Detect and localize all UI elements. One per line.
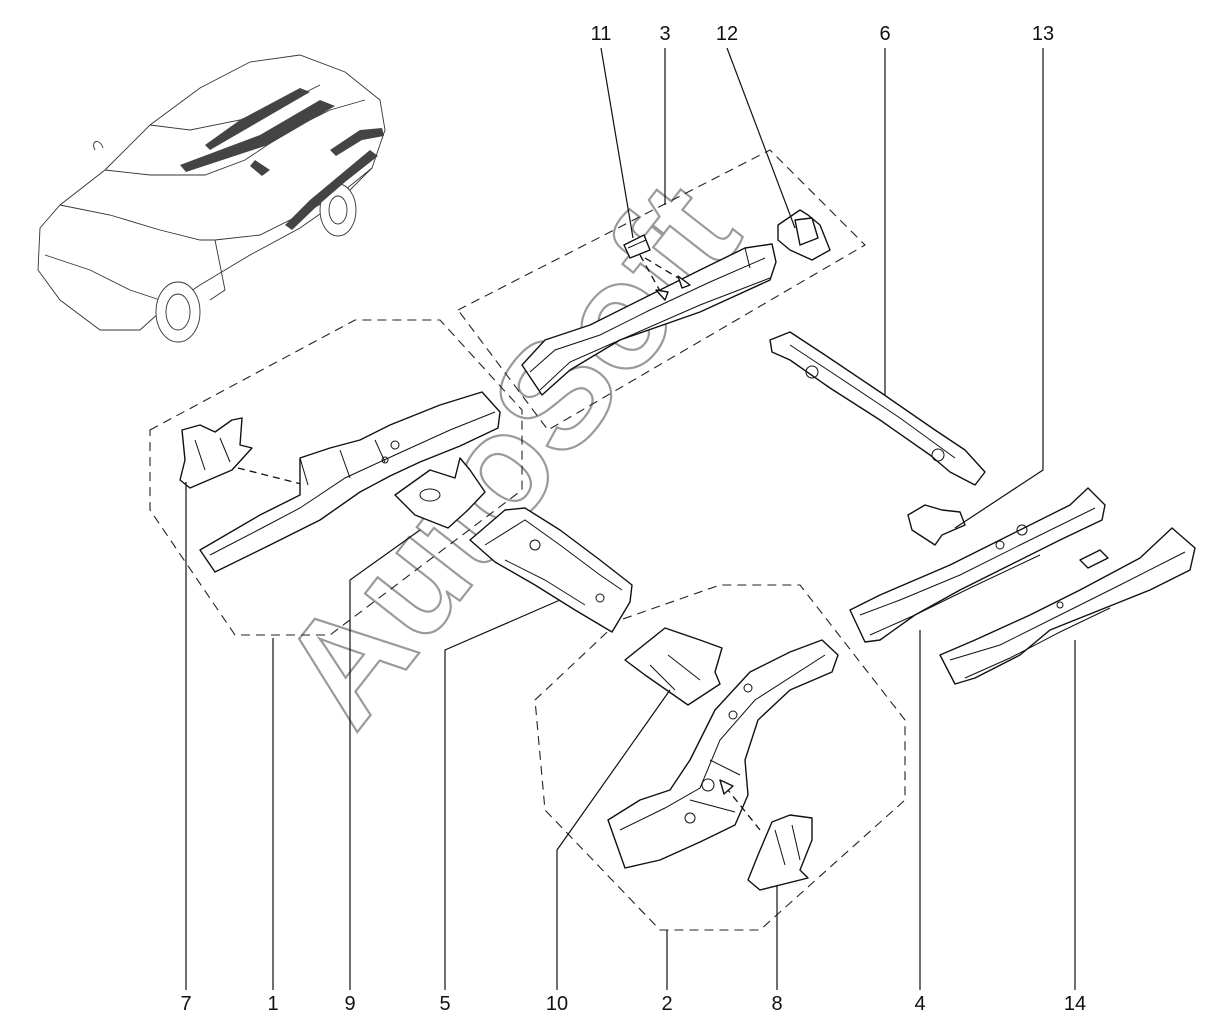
part-8-bracket [747,814,813,891]
group-outline-3 [457,149,866,431]
part-1-side-member [199,391,501,573]
callout-12: 12 [716,23,738,45]
part-7-bracket [179,417,253,489]
callout-14: 14 [1064,993,1086,1015]
arrowhead-8 [719,779,734,795]
callout-5: 5 [439,993,450,1015]
callout-8: 8 [771,993,782,1015]
group-outline-2 [534,584,906,931]
reference-car-illustration [37,54,386,343]
arrowhead-11b [677,275,691,289]
part-11-bracket [623,234,651,259]
callout-1: 1 [267,993,278,1015]
part-10-bracket [624,627,723,706]
callout-13: 13 [1032,23,1054,45]
callout-11: 11 [591,23,612,45]
part-2-front-member [607,639,839,869]
callout-3: 3 [659,23,670,45]
part-9-bracket [394,457,486,529]
leader-lines [185,47,1076,990]
arrowhead-11a [655,289,669,301]
callout-2: 2 [661,993,672,1015]
callout-6: 6 [879,23,890,45]
callout-7: 7 [180,993,191,1015]
callout-10: 10 [546,993,568,1015]
group-outline-1 [149,319,523,636]
part-12-bracket [777,209,831,261]
part-3-rail [521,243,777,396]
part-6-crossmember [769,331,986,486]
part-4-rear-member [849,487,1106,643]
part-13-bracket [907,504,966,546]
part-5-channel [469,507,633,633]
part-14-rear-member [939,527,1196,685]
callout-9: 9 [344,993,355,1015]
callout-4: 4 [914,993,925,1015]
assembly-arrow-11b [644,257,691,286]
